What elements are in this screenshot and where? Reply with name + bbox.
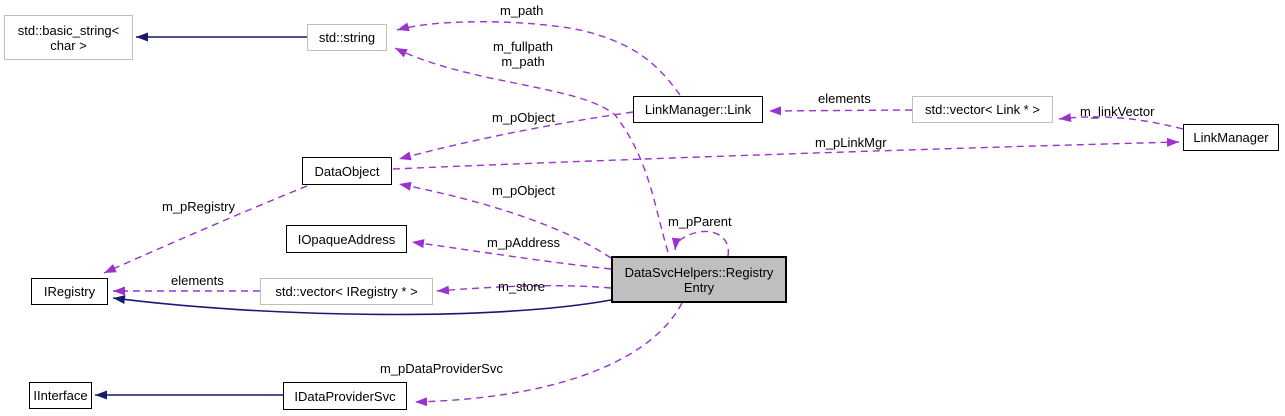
class-node-label: std::string	[318, 30, 376, 45]
class-node-label: IInterface	[33, 388, 88, 403]
edge-usage-m-pregistry	[103, 185, 308, 274]
edge-label-m-plinkmgr: m_pLinkMgr	[815, 135, 887, 150]
edge-label-m-pobject-registry: m_pObject	[492, 183, 555, 198]
class-node-label: char >	[50, 37, 87, 53]
edge-label-line: m_path	[501, 54, 545, 69]
class-node-label: std::vector< Link * >	[925, 102, 1040, 117]
class-node-label: LinkManager::Link	[644, 102, 752, 117]
edge-label-m-store: m_store	[498, 279, 545, 294]
class-node-label: std::basic_string<	[17, 22, 120, 38]
class-node-label: IRegistry	[43, 284, 96, 299]
class-node-dataobject[interactable]: DataObject	[302, 157, 392, 185]
class-node-datasvchelpers-registryentry: DataSvcHelpers::Registry Entry	[611, 256, 787, 303]
class-node-linkmanager-link[interactable]: LinkManager::Link	[633, 96, 763, 123]
class-node-idataprovidersvc[interactable]: IDataProviderSvc	[283, 382, 407, 410]
class-node-label: DataObject	[314, 163, 380, 179]
class-node-label: IOpaqueAddress	[297, 231, 396, 247]
class-node-label: IDataProviderSvc	[294, 388, 396, 404]
edge-usage-m-pparent-selfloop	[671, 230, 730, 257]
edge-usage-elements-link	[768, 106, 913, 116]
class-node-label: DataSvcHelpers::Registry	[624, 264, 774, 280]
class-node-iinterface[interactable]: IInterface	[29, 382, 92, 409]
edge-label-m-pregistry: m_pRegistry	[162, 199, 235, 214]
class-node-iregistry[interactable]: IRegistry	[31, 278, 108, 305]
edge-label-m-linkvector: m_linkVector	[1080, 104, 1155, 119]
edge-label-m-pobject-link: m_pObject	[492, 110, 555, 125]
edge-usage-m-fullpath-registry	[394, 47, 669, 253]
class-node-std-basic-string: std::basic_string< char >	[4, 15, 133, 60]
class-node-iopaqueaddress[interactable]: IOpaqueAddress	[286, 225, 407, 253]
edge-label-m-path-link: m_path	[500, 3, 544, 18]
edge-label-m-pparent: m_pParent	[668, 214, 732, 229]
edge-label-elements-link: elements	[818, 91, 871, 106]
edge-usage-m-plinkmgr	[392, 137, 1180, 170]
class-node-std-vector-iregistry: std::vector< IRegistry * >	[260, 278, 433, 305]
edge-label-elements-registry: elements	[171, 273, 224, 288]
edge-label-m-fullpath-registry: m_fullpath m_path	[488, 39, 558, 69]
edge-usage-m-pdataprovidersvc	[414, 302, 683, 407]
class-node-std-vector-link: std::vector< Link * >	[912, 96, 1053, 123]
class-node-linkmanager[interactable]: LinkManager	[1183, 124, 1279, 151]
edge-usage-m-pobject-registry	[398, 181, 612, 259]
edge-label-m-paddress: m_pAddress	[487, 235, 560, 250]
class-node-label: Entry	[683, 279, 715, 295]
edge-usage-m-store	[436, 284, 612, 295]
edge-usage-m-paddress	[411, 239, 612, 270]
class-node-label: LinkManager	[1193, 130, 1269, 145]
edge-label-line: m_fullpath	[493, 39, 553, 54]
edge-usage-m-path-link	[396, 21, 681, 96]
edge-usage-m-linkvector	[1058, 113, 1184, 130]
class-node-label: std::vector< IRegistry * >	[275, 284, 418, 299]
edge-label-m-pdataprovidersvc: m_pDataProviderSvc	[380, 361, 503, 376]
edge-usage-m-pobject-link	[398, 111, 634, 161]
class-node-std-string: std::string	[307, 24, 387, 51]
edge-inherit-registryentry-iregistry	[112, 295, 612, 316]
